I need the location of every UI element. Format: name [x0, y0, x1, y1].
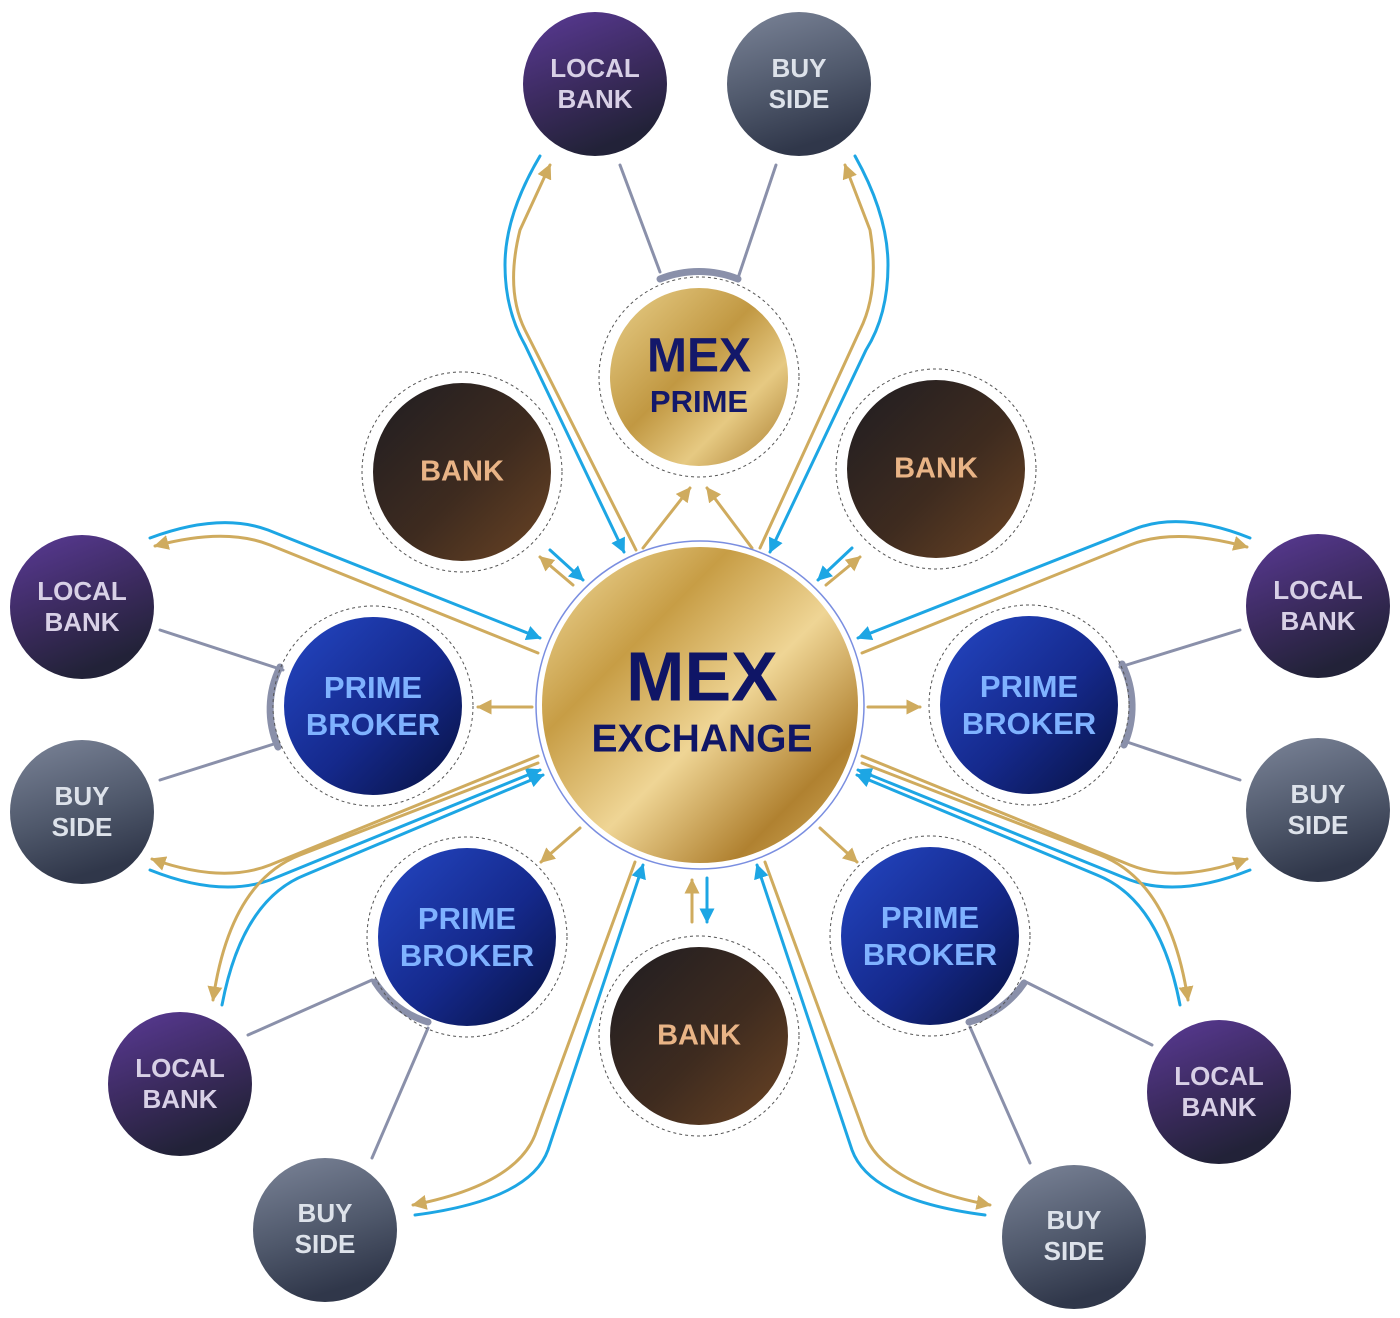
prime-broker-line1: PRIME — [324, 670, 422, 705]
mex-exchange-line1: MEX — [626, 637, 778, 715]
mex-prime-line2: PRIME — [650, 384, 748, 419]
local-bank-line2: BANK — [142, 1084, 217, 1114]
flow-blue-bottom-left-buy — [413, 863, 646, 1217]
connector-pbbl-buy — [370, 1026, 430, 1160]
connector-pbr-buy — [1122, 739, 1242, 782]
connector-pbbr-buy — [968, 1025, 1032, 1165]
buy-side-line2: SIDE — [1044, 1236, 1105, 1266]
connector-pbr-local — [1118, 628, 1242, 669]
prime-broker-node-bottom-right: PRIME BROKER — [829, 835, 1031, 1037]
buy-side-line2: SIDE — [295, 1229, 356, 1259]
connector-prime-arc — [656, 267, 742, 283]
flow-gold-to-prime-left — [641, 486, 692, 550]
local-bank-line2: BANK — [1181, 1092, 1256, 1122]
flow-gold-left-lower — [150, 754, 540, 875]
local-bank-node-bottom-left: LOCAL BANK — [108, 1012, 252, 1156]
bank-node-top-left: BANK — [361, 371, 563, 573]
prime-broker-node-right: PRIME BROKER — [928, 604, 1130, 806]
local-bank-line1: LOCAL — [1273, 575, 1363, 605]
flow-blue-bottom-right-local — [855, 773, 1182, 1007]
local-bank-node-left: LOCAL BANK — [10, 535, 154, 679]
flow-gold-bank-top-right — [824, 555, 862, 587]
buy-side-line1: BUY — [772, 53, 827, 83]
prime-broker-line1: PRIME — [881, 900, 979, 935]
mex-exchange-line2: EXCHANGE — [591, 717, 812, 760]
prime-broker-line2: BROKER — [400, 938, 534, 973]
buy-side-line1: BUY — [55, 781, 110, 811]
buy-side-line1: BUY — [1047, 1205, 1102, 1235]
flow-blue-left-upper — [148, 521, 542, 640]
flow-gold-top-right — [758, 163, 875, 550]
connector-pbbl-arc — [371, 978, 432, 1026]
mex-exchange-node: MEX EXCHANGE — [535, 540, 865, 870]
prime-broker-line2: BROKER — [863, 937, 997, 972]
prime-broker-line2: BROKER — [962, 706, 1096, 741]
flow-blue-top-right — [768, 154, 890, 554]
local-bank-line2: BANK — [1280, 606, 1355, 636]
flow-gold-bank-top-left — [538, 555, 575, 587]
buy-side-line2: SIDE — [1288, 810, 1349, 840]
buy-side-line1: BUY — [298, 1198, 353, 1228]
bank-node-top-right: BANK — [835, 368, 1037, 570]
buy-side-line2: SIDE — [52, 812, 113, 842]
flow-gold-right-lower — [860, 754, 1249, 875]
connector-pbl-local — [158, 628, 285, 672]
flow-gold-to-prime-right — [705, 486, 754, 550]
buy-side-line2: SIDE — [769, 84, 830, 114]
flow-gold-bottom-right-buy — [763, 860, 992, 1210]
buy-side-node-right: BUY SIDE — [1246, 738, 1390, 882]
flow-gold-bottom-left-local — [207, 761, 540, 1002]
local-bank-line2: BANK — [44, 607, 119, 637]
flow-lines — [148, 154, 1252, 1217]
mex-prime-line1: MEX — [647, 330, 751, 383]
local-bank-node-top: LOCAL BANK — [523, 12, 667, 156]
connector-pbr-arc — [1118, 660, 1136, 749]
flow-blue-bottom-right-buy — [754, 863, 987, 1217]
connector-pbbl-local — [246, 978, 374, 1037]
flow-blue-left-lower — [148, 768, 542, 889]
flow-blue-right-upper — [856, 520, 1252, 641]
prime-broker-line1: PRIME — [418, 901, 516, 936]
flow-gold-bottom-left-buy — [411, 860, 637, 1210]
local-bank-line2: BANK — [557, 84, 632, 114]
flow-gold-top-left — [512, 163, 638, 552]
local-bank-line1: LOCAL — [135, 1053, 225, 1083]
flow-gold-bottom-right-local — [860, 761, 1194, 1002]
local-bank-line1: LOCAL — [1174, 1061, 1264, 1091]
flow-blue-bank-top-right — [816, 546, 854, 582]
connector-pbl-buy — [158, 741, 279, 782]
prime-broker-line1: PRIME — [980, 669, 1078, 704]
flow-blue-top-left — [503, 154, 626, 554]
buy-side-node-left: BUY SIDE — [10, 740, 154, 884]
buy-side-line1: BUY — [1291, 779, 1346, 809]
mex-prime-node: MEX PRIME — [598, 276, 800, 478]
flow-gold-pb-bottom-left — [539, 826, 582, 864]
flow-gold-right-upper — [860, 535, 1249, 655]
flow-blue-right-lower — [856, 768, 1252, 889]
flow-blue-bottom-left-local — [220, 773, 545, 1007]
prime-broker-node-left: PRIME BROKER — [272, 605, 474, 807]
flow-gold-left-upper — [153, 534, 540, 655]
local-bank-node-right: LOCAL BANK — [1246, 534, 1390, 678]
buy-side-node-bottom-right: BUY SIDE — [1002, 1165, 1146, 1309]
connector-lines — [158, 163, 1242, 1165]
bank-label: BANK — [657, 1020, 741, 1052]
bank-node-bottom: BANK — [598, 935, 800, 1137]
buy-side-node-top: BUY SIDE — [727, 12, 871, 156]
prime-broker-line2: BROKER — [306, 707, 440, 742]
bank-label: BANK — [894, 453, 978, 485]
local-bank-line1: LOCAL — [550, 53, 640, 83]
connector-pbl-arc — [266, 663, 284, 751]
local-bank-node-bottom-right: LOCAL BANK — [1147, 1020, 1291, 1164]
connector-prime-local — [618, 163, 662, 274]
flow-gold-pb-bottom-right — [818, 826, 859, 864]
connector-pbbr-local — [1022, 979, 1154, 1047]
prime-broker-node-bottom-left: PRIME BROKER — [366, 836, 568, 1038]
local-bank-line1: LOCAL — [37, 576, 127, 606]
connector-prime-buy — [736, 163, 778, 280]
buy-side-node-bottom-left: BUY SIDE — [253, 1158, 397, 1302]
bank-label: BANK — [420, 456, 504, 488]
flow-blue-bank-top-left — [548, 548, 585, 582]
